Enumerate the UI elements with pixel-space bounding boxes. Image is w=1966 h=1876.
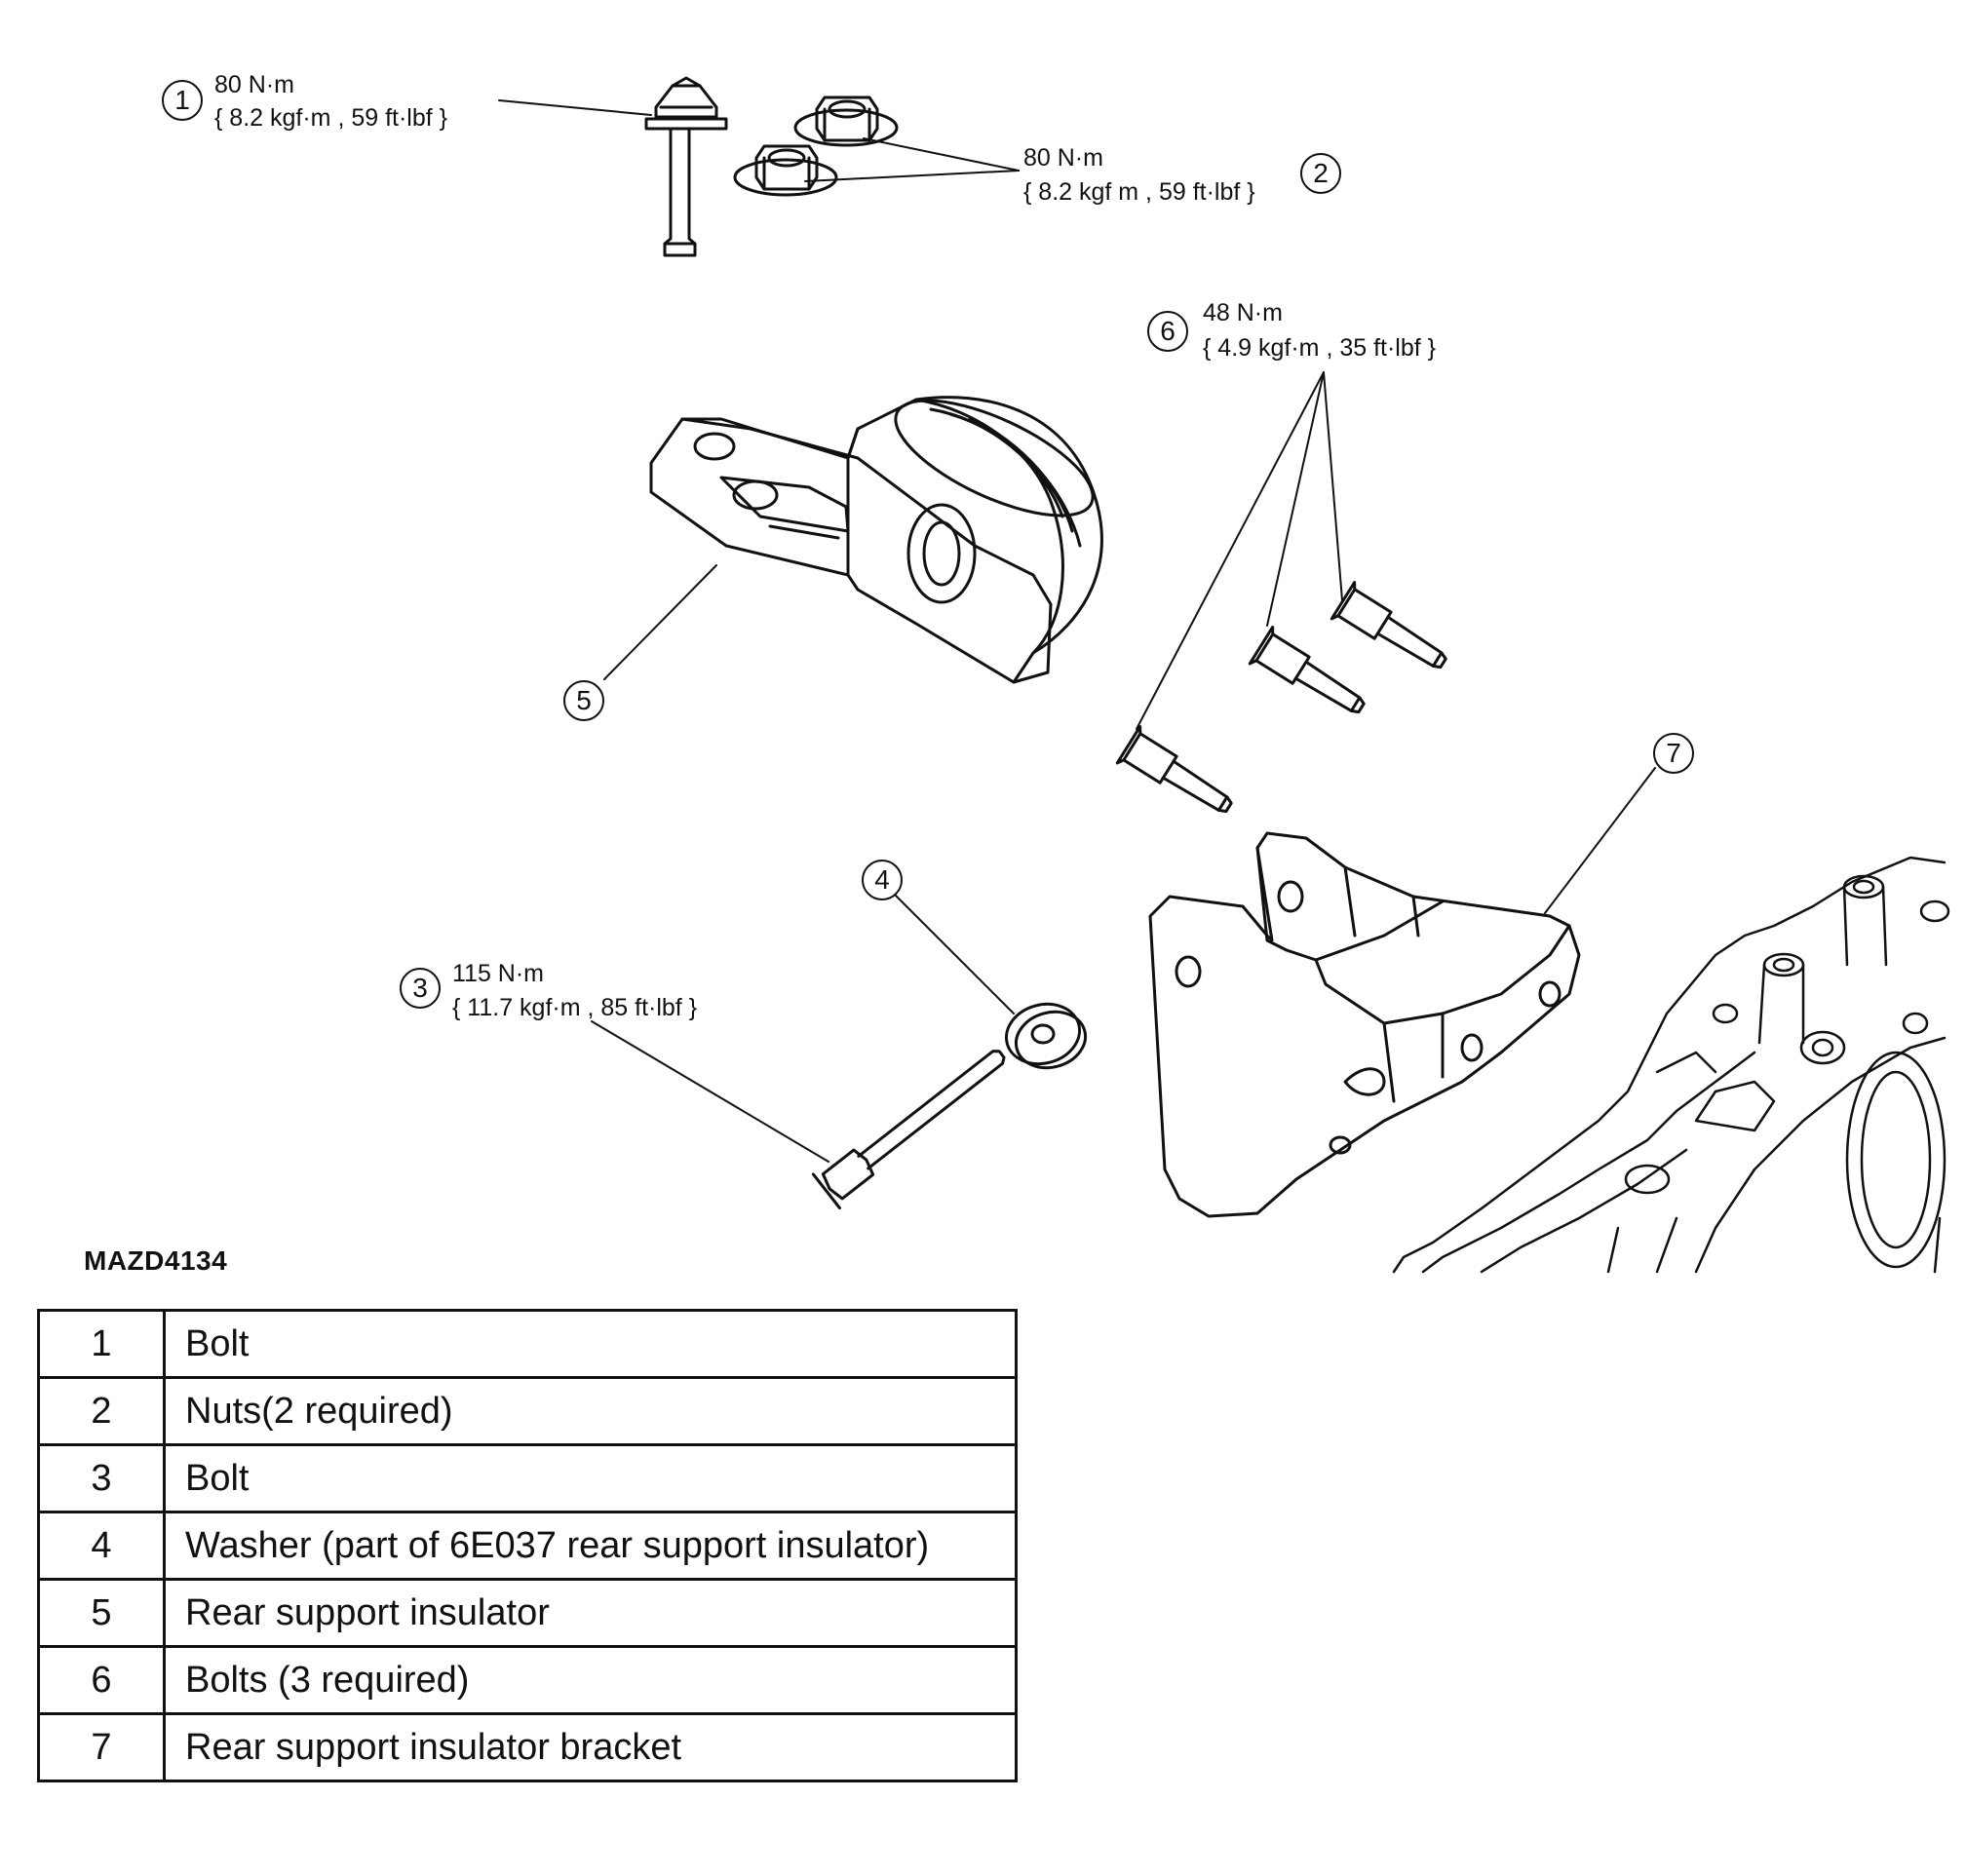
torque-6-other: { 4.9 kgf·m , 35 ft·lbf }	[1203, 334, 1437, 362]
bracket-7-drawing	[1148, 831, 1581, 1218]
torque-1-nm: 80 N·m	[214, 71, 294, 98]
callout-1: 1	[162, 80, 203, 121]
callout-5: 5	[563, 680, 604, 721]
table-row: 3 Bolt	[37, 1443, 1018, 1513]
rear-support-insulator-drawing	[649, 396, 1103, 684]
leader-lines	[498, 99, 1656, 1163]
torque-1-other: { 8.2 kgf·m , 59 ft·lbf }	[214, 104, 448, 132]
bolts-6-drawing	[1115, 581, 1447, 814]
torque-3-nm: 115 N·m	[452, 960, 545, 987]
table-row: 5 Rear support insulator	[37, 1578, 1018, 1648]
legend-num: 6	[37, 1645, 166, 1715]
legend-num: 1	[37, 1309, 166, 1379]
callout-4: 4	[862, 860, 903, 900]
callout-7: 7	[1653, 733, 1694, 774]
torque-6-nm: 48 N·m	[1203, 299, 1283, 326]
legend-desc: Bolt	[163, 1309, 1018, 1379]
parts-legend-table: 1 Bolt 2 Nuts(2 required) 3 Bolt 4 Washe…	[37, 1309, 1018, 1782]
callout-6: 6	[1147, 311, 1188, 352]
legend-num: 4	[37, 1511, 166, 1581]
legend-num: 5	[37, 1578, 166, 1648]
torque-3-other: { 11.7 kgf·m , 85 ft·lbf }	[452, 994, 698, 1021]
bolt-3-drawing	[811, 1050, 1006, 1210]
legend-num: 3	[37, 1443, 166, 1513]
torque-2-nm: 80 N·m	[1023, 144, 1103, 172]
transmission-case-drawing	[1392, 856, 1950, 1274]
exploded-parts-diagram	[498, 76, 1950, 1274]
legend-desc: Bolt	[163, 1443, 1018, 1513]
legend-desc: Rear support insulator bracket	[163, 1712, 1018, 1782]
nuts-2-drawing	[733, 96, 899, 197]
figure-id: MAZD4134	[84, 1245, 228, 1276]
legend-num: 7	[37, 1712, 166, 1782]
bolt-1-drawing	[644, 76, 728, 257]
callout-2: 2	[1300, 153, 1341, 194]
table-row: 2 Nuts(2 required)	[37, 1376, 1018, 1446]
legend-desc: Washer (part of 6E037 rear support insul…	[163, 1511, 1018, 1581]
callout-3: 3	[400, 968, 441, 1009]
table-row: 4 Washer (part of 6E037 rear support ins…	[37, 1511, 1018, 1581]
legend-num: 2	[37, 1376, 166, 1446]
torque-2-other: { 8.2 kgf m , 59 ft·lbf }	[1023, 178, 1255, 206]
legend-desc: Bolts (3 required)	[163, 1645, 1018, 1715]
table-row: 6 Bolts (3 required)	[37, 1645, 1018, 1715]
table-row: 7 Rear support insulator bracket	[37, 1712, 1018, 1782]
legend-desc: Nuts(2 required)	[163, 1376, 1018, 1446]
legend-desc: Rear support insulator	[163, 1578, 1018, 1648]
washer-4-drawing	[1004, 1002, 1088, 1070]
table-row: 1 Bolt	[37, 1309, 1018, 1379]
